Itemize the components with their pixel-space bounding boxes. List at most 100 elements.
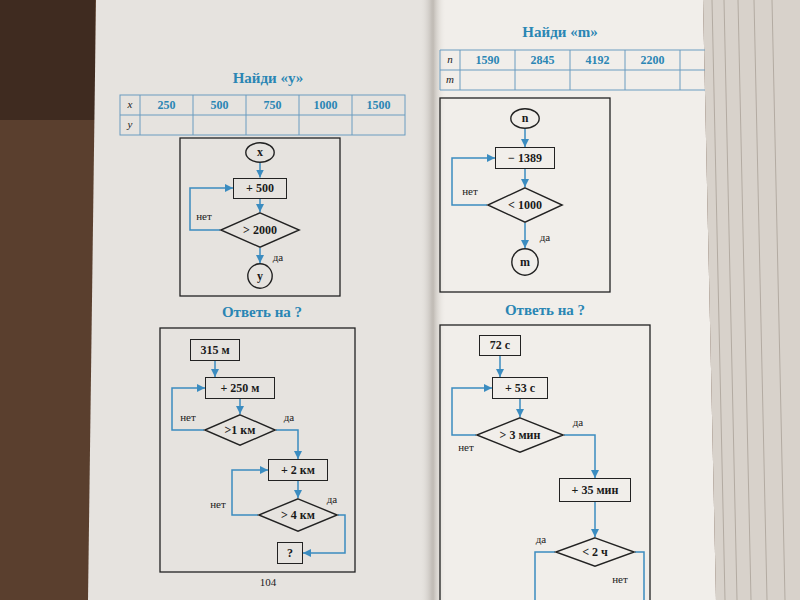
decision-diamond: < 2 ч (555, 537, 635, 567)
table-rule (193, 95, 194, 135)
node-text: m (520, 255, 530, 270)
process-box: + 250 м (205, 377, 275, 399)
node-text: 72 с (490, 338, 510, 353)
start-box: 315 м (190, 339, 240, 361)
branch-line (535, 552, 555, 600)
table-rule (352, 95, 353, 135)
oval-outline (248, 264, 272, 288)
table-rule (625, 50, 626, 90)
branch-label: нет (178, 411, 198, 424)
table-cell: 1500 (367, 98, 391, 112)
process-box: + 53 с (492, 377, 548, 399)
section-heading: Ответь на ? (222, 303, 302, 321)
node-text: 315 м (200, 343, 229, 358)
node-text: + 35 мин (572, 483, 619, 498)
node-text: >1 км (225, 423, 256, 438)
node-text: + 500 (246, 181, 274, 196)
table-border (120, 95, 405, 135)
flow-arrow (239, 399, 241, 414)
table-cell: 750 (264, 98, 282, 112)
diamond-outline (221, 213, 299, 247)
table-rule (299, 95, 300, 135)
flow-arrow (564, 435, 595, 478)
branch-label: нет (208, 498, 228, 511)
chart-frame (160, 328, 355, 572)
node-text: − 1389 (508, 151, 542, 166)
branch-label: да (538, 231, 552, 244)
flow-arrow (214, 361, 216, 377)
node-text: > 3 мин (500, 428, 541, 443)
node-text: y (257, 269, 263, 284)
table-cell: 4192 (586, 53, 610, 67)
flow-arrow (190, 188, 233, 230)
node-text: + 2 км (281, 463, 315, 478)
table-cell: 1590 (476, 53, 500, 67)
node-text: + 53 с (505, 381, 535, 396)
table-rule (680, 50, 681, 90)
page-edge (754, 0, 767, 600)
page-edges (712, 0, 785, 600)
table-rule (120, 115, 405, 116)
chart-frames (160, 98, 650, 600)
branch-label: нет (460, 185, 480, 198)
table-row-header: x (128, 98, 133, 111)
page-number: 104 (260, 576, 277, 589)
start-box: 72 с (479, 335, 521, 356)
page-edge (724, 0, 737, 600)
table-rule (460, 50, 461, 90)
node-text: + 250 м (220, 381, 259, 396)
section-heading: Ответь на ? (505, 301, 585, 319)
table-cell: 1000 (314, 98, 338, 112)
branch-label: да (571, 416, 585, 429)
decision-diamond: > 3 мин (476, 417, 564, 453)
table-cell: 2845 (531, 53, 555, 67)
table-rule (440, 50, 441, 90)
decision-diamond: < 1000 (487, 187, 563, 223)
flow-arrow (172, 388, 205, 430)
start-oval: x (245, 142, 275, 163)
flow-arrow (524, 169, 526, 187)
table-rule (246, 95, 247, 135)
branch-label: нет (610, 573, 630, 586)
flow-arrow (524, 129, 526, 148)
process-box: + 500 (233, 178, 287, 199)
table-rule (440, 70, 705, 71)
table-grid (120, 50, 705, 135)
flow-arrow (259, 248, 261, 263)
table-rule (440, 90, 705, 91)
node-text: ? (287, 546, 293, 561)
end-oval: m (511, 248, 539, 276)
flow-arrow (524, 223, 526, 248)
chart-frame (440, 325, 650, 600)
page-stack (703, 0, 800, 600)
flow-arrow (297, 481, 299, 498)
flow-arrow (452, 388, 492, 435)
branch-label: да (282, 411, 296, 424)
flow-arrow (452, 158, 495, 205)
table-cell: 250 (158, 98, 176, 112)
table-row-header: y (128, 118, 133, 131)
flow-arrow (499, 356, 501, 378)
flow-arrow (259, 199, 261, 213)
left-page (88, 0, 432, 600)
branch-label: да (534, 533, 548, 546)
branch-label: да (325, 493, 339, 506)
node-text: x (257, 145, 263, 160)
node-text: n (522, 111, 529, 126)
flow-arrow (594, 502, 596, 537)
node-text: < 2 ч (582, 545, 608, 560)
chart-frame (440, 98, 610, 292)
flow-arrow (259, 163, 261, 178)
branch-label: нет (456, 441, 476, 454)
table-cell: 2200 (641, 53, 665, 67)
flow-arrow (232, 470, 268, 515)
page-edge (772, 0, 785, 600)
page-edge (738, 0, 751, 600)
answer-box: ? (277, 542, 303, 564)
table-shadow (0, 0, 95, 120)
flow-arrow (276, 430, 298, 459)
table-rule (570, 50, 571, 90)
diamond-outline (556, 538, 634, 566)
